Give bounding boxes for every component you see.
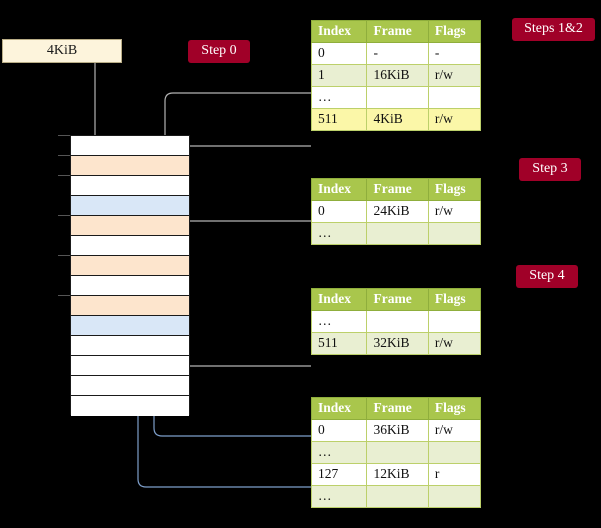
table-cell-index: 1 <box>310 64 368 87</box>
badge-step-0: Step 0 <box>188 40 250 63</box>
memory-tick <box>58 135 70 136</box>
memory-frame-row <box>71 216 189 236</box>
column-header-index: Index <box>310 397 368 420</box>
table-cell-index: 511 <box>310 108 368 131</box>
table-cell-flags <box>427 86 482 109</box>
table-cell-frame <box>366 86 429 109</box>
table-cell-frame: 4KiB <box>366 108 429 131</box>
table-row: … <box>310 441 482 464</box>
table-cell-frame: 36KiB <box>366 419 429 442</box>
table-cell-frame: 32KiB <box>366 332 429 355</box>
table-cell-index: 0 <box>310 42 368 65</box>
column-header-index: Index <box>310 178 368 201</box>
table-cell-frame <box>366 485 429 508</box>
table-cell-frame: 24KiB <box>366 200 429 223</box>
table-cell-flags: r/w <box>427 108 482 131</box>
memory-frame-row <box>71 276 189 296</box>
column-header-flags: Flags <box>427 20 482 43</box>
table-cell-flags: r/w <box>427 332 482 355</box>
table-cell-flags <box>427 485 482 508</box>
table-row: … <box>310 86 482 109</box>
table-cell-flags: r/w <box>427 64 482 87</box>
table-cell-index: … <box>310 441 368 464</box>
table-cell-index: … <box>310 310 368 333</box>
table-cell-index: 127 <box>310 463 368 486</box>
table-cell-index: 0 <box>310 200 368 223</box>
memory-frame-row <box>71 176 189 196</box>
badge-step-3: Step 3 <box>519 158 581 181</box>
table-cell-frame <box>366 310 429 333</box>
table-cell-index: 511 <box>310 332 368 355</box>
badge-label: Step 0 <box>201 43 237 58</box>
column-header-frame: Frame <box>366 20 429 43</box>
memory-tick <box>58 155 70 156</box>
badge-step-4: Step 4 <box>516 265 578 288</box>
table-row: … <box>310 485 482 508</box>
column-header-index: Index <box>310 20 368 43</box>
table-cell-index: … <box>310 86 368 109</box>
table-cell-flags <box>427 441 482 464</box>
column-header-frame: Frame <box>366 397 429 420</box>
badge-label: Steps 1&2 <box>524 21 583 36</box>
table-row: 0-- <box>310 42 482 65</box>
memory-frame-row <box>71 236 189 256</box>
memory-frame-row <box>71 396 189 416</box>
memory-tick <box>58 175 70 176</box>
table-cell-flags: r/w <box>427 200 482 223</box>
memory-frame-row <box>71 136 189 156</box>
memory-tick <box>58 255 70 256</box>
memory-frame-row <box>71 196 189 216</box>
table-cell-frame: 12KiB <box>366 463 429 486</box>
column-header-frame: Frame <box>366 178 429 201</box>
source-frame-box: 4KiB <box>2 39 122 63</box>
memory-tick <box>58 215 70 216</box>
column-header-flags: Flags <box>427 397 482 420</box>
column-header-flags: Flags <box>427 288 482 311</box>
source-frame-label: 4KiB <box>46 43 78 58</box>
memory-frame-row <box>71 336 189 356</box>
table-row: … <box>310 222 482 245</box>
table-cell-index: 0 <box>310 419 368 442</box>
column-header-flags: Flags <box>427 178 482 201</box>
memory-frame-row <box>71 316 189 336</box>
table-cell-index: … <box>310 222 368 245</box>
table-cell-flags <box>427 222 482 245</box>
table-cell-frame: - <box>366 42 429 65</box>
table-cell-flags: r/w <box>427 419 482 442</box>
badge-label: Step 4 <box>529 268 565 283</box>
table-cell-flags: r <box>427 463 482 486</box>
table-cell-index: … <box>310 485 368 508</box>
table-row: … <box>310 310 482 333</box>
badge-label: Step 3 <box>532 161 568 176</box>
memory-frame-row <box>71 376 189 396</box>
memory-tick <box>58 295 70 296</box>
memory-frame-row <box>71 256 189 276</box>
column-header-index: Index <box>310 288 368 311</box>
table-cell-frame <box>366 441 429 464</box>
badge-steps-1-2: Steps 1&2 <box>512 18 595 41</box>
table-cell-flags <box>427 310 482 333</box>
memory-frame-row <box>71 356 189 376</box>
column-header-frame: Frame <box>366 288 429 311</box>
table-cell-flags: - <box>427 42 482 65</box>
memory-frame-row <box>71 156 189 176</box>
table-cell-frame: 16KiB <box>366 64 429 87</box>
physical-memory-column <box>70 135 190 416</box>
table-cell-frame <box>366 222 429 245</box>
memory-frame-row <box>71 296 189 316</box>
